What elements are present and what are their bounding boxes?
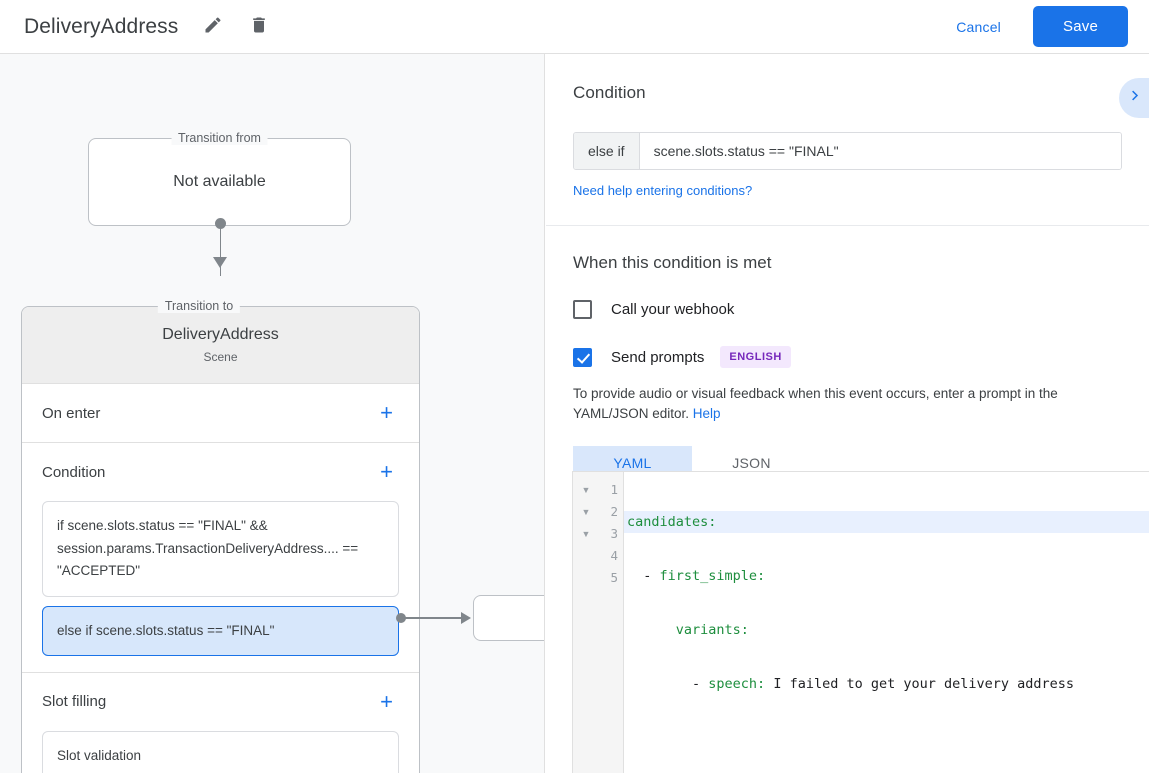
- fold-spacer: [573, 545, 599, 567]
- pencil-icon: [203, 15, 223, 38]
- line-number: 5: [610, 570, 618, 585]
- code-indent: -: [627, 676, 709, 692]
- section-condition: Condition + if scene.slots.status == "FI…: [22, 443, 419, 673]
- prompts-helper-text: To provide audio or visual feedback when…: [573, 384, 1122, 424]
- condition-prefix-label: else if: [574, 133, 640, 169]
- slot-validation-item[interactable]: Slot validation: [42, 730, 399, 773]
- trash-icon: [249, 15, 269, 38]
- fold-toggle[interactable]: ▼: [581, 485, 591, 495]
- code-line: - speech: I failed to get your delivery …: [624, 673, 1149, 695]
- section-title-slot-filling: Slot filling: [42, 693, 107, 710]
- connector-arrow-icon: [213, 257, 227, 268]
- transition-from-value: Not available: [173, 173, 266, 190]
- graph-panel: Transition from Not available Transition…: [0, 54, 545, 773]
- edge-source-dot: [396, 613, 406, 623]
- chevron-right-icon: [1127, 88, 1142, 108]
- section-header-condition: Condition +: [42, 443, 399, 501]
- connector-dot: [215, 218, 226, 229]
- scene-name: DeliveryAddress: [162, 326, 279, 343]
- code-key: candidates:: [627, 514, 717, 530]
- save-button[interactable]: Save: [1033, 6, 1128, 47]
- code-line: variants:: [624, 619, 1149, 641]
- fold-spacer: [573, 567, 599, 589]
- code-indent: [627, 622, 676, 638]
- section-on-enter: On enter +: [22, 384, 419, 443]
- condition-heading: Condition: [573, 83, 646, 102]
- send-prompts-row: Send prompts ENGLISH: [573, 346, 1122, 368]
- top-bar: DeliveryAddress Cancel Save: [0, 0, 1149, 54]
- slot-filling-list: Slot validation TransactionDeliveryAddre…: [42, 730, 399, 773]
- code-line: candidates:: [624, 511, 1149, 533]
- line-number: 2: [610, 504, 618, 519]
- code-value: I failed to get your delivery address: [765, 676, 1075, 692]
- code-line: - first_simple:: [624, 565, 1149, 587]
- condition-item[interactable]: if scene.slots.status == "FINAL" && sess…: [42, 501, 399, 597]
- transition-from-legend: Transition from: [171, 131, 268, 145]
- code-key: speech:: [708, 676, 766, 692]
- code-key: variants:: [675, 622, 749, 638]
- prompts-helper-text-body: To provide audio or visual feedback when…: [573, 386, 1058, 421]
- add-condition-button[interactable]: +: [380, 459, 393, 484]
- yaml-code-editor[interactable]: ▼ ▼ ▼ 1 2 3 4 5 candidates: - first_simp…: [572, 471, 1149, 773]
- delete-button[interactable]: [242, 10, 276, 44]
- tab-json[interactable]: JSON: [732, 455, 771, 471]
- transition-from-box[interactable]: Transition from Not available: [88, 131, 351, 226]
- when-condition-met-heading: When this condition is met: [573, 253, 772, 272]
- target-node-stub[interactable]: [473, 595, 544, 641]
- line-number: 4: [610, 548, 618, 563]
- language-badge: ENGLISH: [720, 346, 791, 368]
- section-title-on-enter: On enter: [42, 404, 101, 422]
- code-content[interactable]: candidates: - first_simple: variants: - …: [624, 472, 1149, 773]
- condition-list: if scene.slots.status == "FINAL" && sess…: [42, 501, 399, 672]
- condition-editor-row: else if: [573, 132, 1122, 170]
- condition-expression-input[interactable]: [639, 133, 1121, 169]
- prompts-help-link[interactable]: Help: [692, 406, 721, 421]
- code-key: first_simple:: [659, 568, 766, 584]
- add-slot-filling-button[interactable]: +: [380, 688, 393, 714]
- line-number: 3: [610, 526, 618, 541]
- top-bar-actions: Cancel Save: [944, 6, 1149, 47]
- send-prompts-checkbox[interactable]: [573, 347, 592, 367]
- page-title: DeliveryAddress: [24, 14, 179, 38]
- section-title-condition: Condition: [42, 463, 106, 481]
- code-fold-column: ▼ ▼ ▼: [573, 472, 599, 773]
- condition-help-link[interactable]: Need help entering conditions?: [573, 183, 753, 198]
- transition-to-card: DeliveryAddress Scene On enter + Conditi…: [21, 306, 420, 773]
- webhook-checkbox[interactable]: [573, 300, 592, 319]
- send-prompts-label: Send prompts: [611, 348, 705, 366]
- section-header-on-enter: On enter +: [42, 384, 399, 442]
- cancel-button[interactable]: Cancel: [944, 10, 1013, 44]
- when-condition-met-section: When this condition is met Call your web…: [546, 226, 1149, 480]
- edit-button[interactable]: [196, 10, 230, 44]
- edge-line: [405, 617, 463, 619]
- code-line-number-gutter: 1 2 3 4 5: [599, 472, 624, 773]
- add-on-enter-button[interactable]: +: [380, 400, 393, 425]
- code-line: [624, 727, 1149, 749]
- condition-section: Condition else if Need help entering con…: [546, 54, 1149, 226]
- section-header-slot-filling: Slot filling +: [42, 673, 399, 731]
- fold-toggle[interactable]: ▼: [581, 529, 591, 539]
- webhook-row: Call your webhook: [573, 300, 1122, 319]
- code-indent: -: [627, 568, 660, 584]
- edge-arrow-icon: [461, 612, 471, 624]
- webhook-label: Call your webhook: [611, 301, 735, 318]
- line-number: 1: [610, 482, 618, 497]
- connector-line: [219, 226, 221, 276]
- section-slot-filling: Slot filling + Slot validation Transacti…: [22, 673, 419, 773]
- scene-type: Scene: [203, 350, 238, 364]
- transition-to-legend: Transition to: [157, 299, 241, 313]
- collapse-panel-button[interactable]: [1119, 78, 1149, 118]
- condition-item-selected[interactable]: else if scene.slots.status == "FINAL": [42, 605, 399, 656]
- fold-toggle[interactable]: ▼: [581, 507, 591, 517]
- scene-header[interactable]: DeliveryAddress Scene: [22, 307, 419, 384]
